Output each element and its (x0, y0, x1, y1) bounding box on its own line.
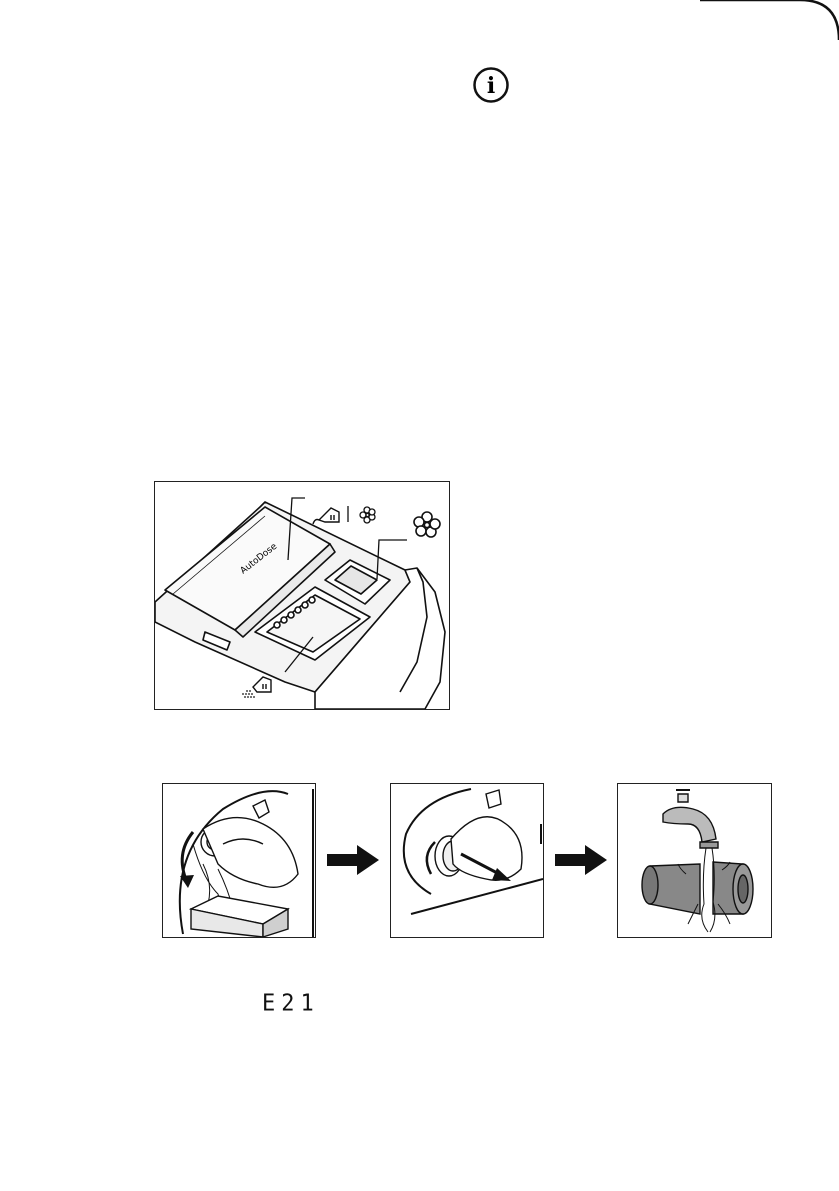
powder-detergent-icon (242, 677, 271, 698)
error-code-display: E21 (262, 990, 320, 1016)
info-icon-glyph: i (487, 73, 495, 99)
filter-step-3-rinse (617, 783, 772, 938)
liquid-detergent-icon (313, 508, 339, 524)
dispenser-drawer-figure: AutoDose (154, 481, 450, 710)
fabric-softener-icon-large (414, 512, 440, 537)
dispenser-drawer-drawing: AutoDose (155, 482, 449, 709)
filter-step-1-drain (162, 783, 316, 938)
arrow-right-icon (327, 845, 379, 875)
filter-step-2-remove (390, 783, 544, 938)
arrow-right-icon (555, 845, 607, 875)
fabric-softener-icon (360, 507, 375, 523)
info-icon: i (472, 66, 510, 104)
